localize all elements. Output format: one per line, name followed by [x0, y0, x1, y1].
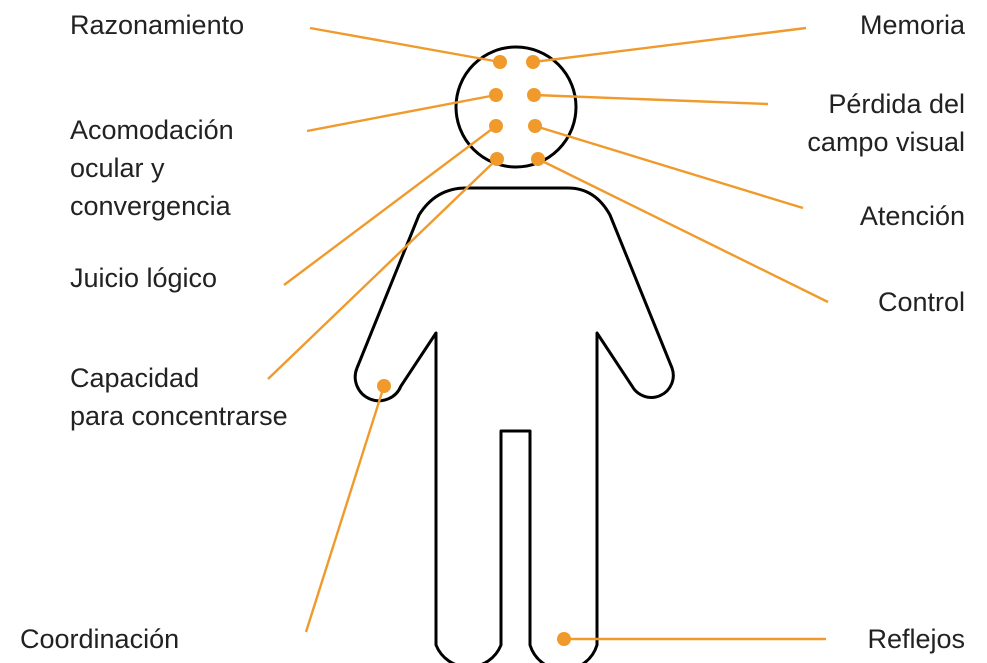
label-memoria: Memoria	[860, 6, 965, 44]
label-atencion: Atención	[860, 197, 965, 235]
label-coordinacion: Coordinación	[20, 620, 179, 658]
leader-coordinacion	[304, 385, 386, 633]
label-perdida-line-1: Pérdida del	[828, 89, 965, 119]
label-juicio-line: Juicio lógico	[70, 263, 218, 293]
label-control: Control	[878, 283, 965, 321]
label-juicio: Juicio lógico	[70, 259, 217, 297]
label-reflejos-line: Reflejos	[867, 624, 965, 654]
dot-razonamiento	[493, 55, 507, 69]
leader-capacidad	[267, 158, 498, 380]
head-outline	[454, 45, 578, 169]
label-reflejos: Reflejos	[867, 620, 965, 658]
label-razonamiento: Razonamiento	[70, 6, 244, 44]
leader-acomodacion	[306, 93, 497, 133]
label-control-line: Control	[877, 287, 965, 317]
label-capacidad-line-2: para concentrarse	[70, 401, 288, 431]
label-perdida: Pérdida del campo visual	[807, 85, 965, 161]
dot-juicio	[489, 119, 503, 133]
dot-memoria	[526, 55, 540, 69]
label-acomodacion-line-1: Acomodación	[70, 115, 234, 145]
dot-reflejos	[557, 632, 571, 646]
label-acomodacion-line-2: ocular y	[70, 153, 165, 183]
leader-atencion	[534, 124, 804, 210]
label-atencion-line: Atención	[859, 201, 965, 231]
dot-perdida	[527, 88, 541, 102]
dot-acomodacion	[489, 88, 503, 102]
label-memoria-line: Memoria	[859, 10, 965, 40]
label-capacidad-line-1: Capacidad	[70, 363, 200, 393]
leader-perdida	[533, 93, 769, 106]
label-coordinacion-line: Coordinación	[20, 624, 180, 654]
dot-capacidad	[490, 152, 504, 166]
leader-control	[537, 157, 829, 304]
leader-memoria	[532, 26, 807, 64]
label-acomodacion: Acomodación ocular y convergencia	[70, 111, 234, 225]
dot-control	[531, 152, 545, 166]
label-acomodacion-line-3: convergencia	[70, 191, 231, 221]
leader-juicio	[283, 125, 497, 286]
body-outline	[353, 186, 675, 663]
label-razonamiento-line: Razonamiento	[70, 10, 245, 40]
label-capacidad: Capacidad para concentrarse	[70, 359, 288, 435]
leader-razonamiento	[309, 26, 501, 64]
label-perdida-line-2: campo visual	[807, 127, 965, 157]
dot-coordinacion	[377, 379, 391, 393]
dot-atencion	[528, 119, 542, 133]
